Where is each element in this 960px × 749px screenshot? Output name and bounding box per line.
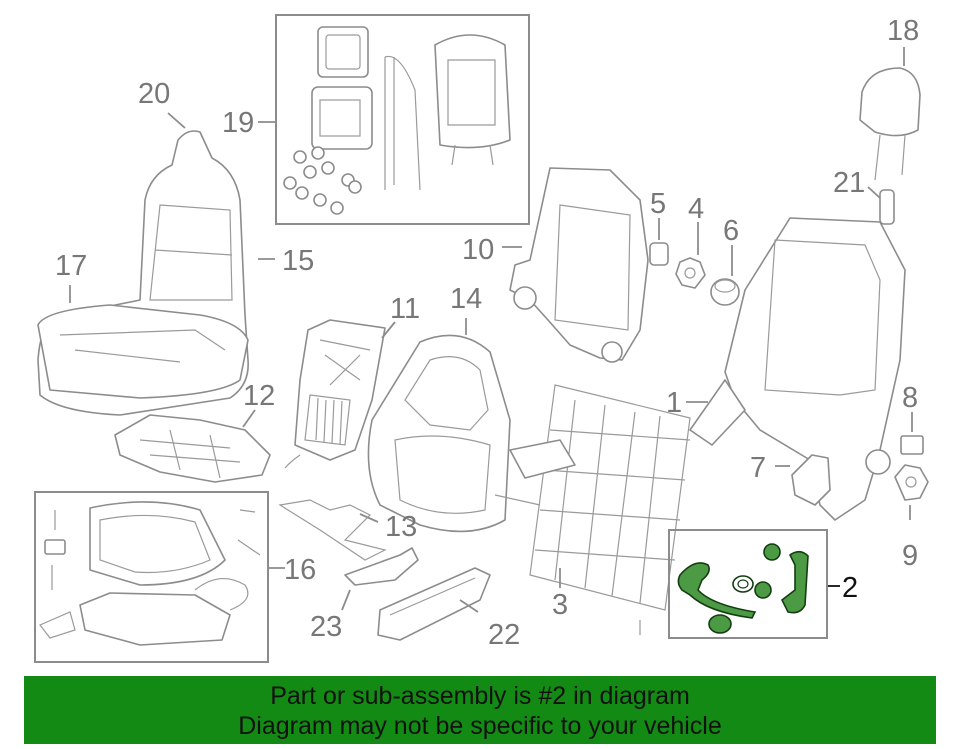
callout-13: 13 [385, 511, 417, 543]
callout-8: 8 [902, 382, 918, 414]
callout-10: 10 [462, 234, 494, 266]
callout-2: 2 [842, 572, 858, 604]
callout-17: 17 [55, 250, 87, 282]
info-banner: Part or sub-assembly is #2 in diagram Di… [24, 676, 936, 744]
callout-4: 4 [688, 193, 704, 225]
callout-22: 22 [488, 619, 520, 651]
parts-22-23-trim [341, 547, 491, 641]
callout-9: 9 [902, 540, 918, 572]
callout-3: 3 [552, 589, 568, 621]
part-11-heater [284, 319, 396, 469]
callout-12: 12 [243, 380, 275, 412]
callout-21: 21 [833, 167, 865, 199]
parts-7-8-9 [775, 412, 929, 520]
callout-16: 16 [284, 554, 316, 586]
part-12-mat [114, 409, 271, 483]
banner-line-1: Part or sub-assembly is #2 in diagram [270, 682, 690, 710]
part-19-kit [258, 14, 530, 225]
part-2-highlighted-kit [668, 529, 840, 639]
callout-11: 11 [390, 293, 420, 325]
callout-20: 20 [138, 78, 170, 110]
part-1-frame [686, 217, 906, 521]
part-16-cushion-kit [34, 491, 285, 663]
banner-line-2: Diagram may not be specific to your vehi… [238, 712, 722, 740]
callout-14: 14 [450, 283, 482, 315]
seat-parts-diagram: 19 20 17 15 12 11 14 [34, 14, 929, 663]
seat-assembly [37, 112, 275, 416]
callout-15: 15 [282, 245, 314, 277]
callout-18: 18 [887, 15, 919, 47]
part-10-back-panel [502, 167, 649, 363]
callout-7: 7 [750, 452, 766, 484]
callout-19: 19 [222, 107, 254, 139]
part-14-backrest-cover [367, 318, 511, 533]
callout-5: 5 [650, 188, 666, 220]
callout-6: 6 [723, 215, 739, 247]
part-3-spring-mat [494, 384, 691, 635]
callout-23: 23 [310, 611, 342, 643]
part-13-strip [278, 499, 387, 561]
parts-4-5-6-knobs [649, 218, 740, 306]
part-18-headrest [859, 47, 921, 225]
callout-1: 1 [666, 387, 682, 419]
